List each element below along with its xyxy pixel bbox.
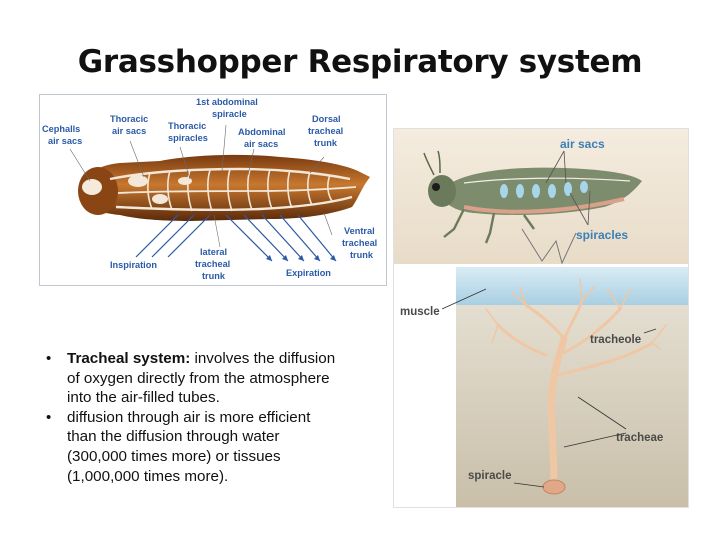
- label-cephalls-air-sacs-2: air sacs: [48, 136, 82, 146]
- zoom-funnel: [521, 228, 577, 265]
- ventral-tracheal-trunk: [115, 195, 353, 212]
- label-muscle: muscle: [400, 306, 440, 318]
- label-ventral-tracheal-trunk-3: trunk: [350, 250, 374, 260]
- label-leaders: [69, 124, 333, 248]
- abdominal-air-sacs: [128, 175, 192, 204]
- bullet-text-line: (1,000,000 times more).: [67, 467, 229, 485]
- bullet-item-diffusion: diffusion through air is more efficient …: [46, 408, 376, 486]
- dorsal-tracheal-trunk: [109, 167, 351, 181]
- label-thoracic-spiracles-2: spiracles: [168, 133, 208, 143]
- bullet-bold-term: Tracheal system:: [67, 350, 191, 367]
- label-cephalls-air-sacs-1: Cephalls: [42, 124, 80, 134]
- label-inspiration: Inspiration: [110, 260, 157, 270]
- label-lateral-tracheal-trunk-1: lateral: [200, 247, 227, 257]
- label-dorsal-tracheal-trunk-2: tracheal: [308, 126, 343, 136]
- bullet-text-line: than the diffusion through water: [67, 428, 280, 446]
- label-abdominal-air-sacs-2: air sacs: [244, 139, 278, 149]
- bullet-text-line: of oxygen directly from the atmosphere: [67, 369, 330, 387]
- expiration-arrows: [225, 214, 337, 262]
- insect-legs: [443, 208, 535, 244]
- label-thoracic-air-sacs-1: Thoracic: [110, 114, 148, 124]
- label-ventral-tracheal-trunk-1: Ventral: [344, 226, 375, 236]
- trachea-branches: [496, 299, 654, 377]
- bullet-text-line: involves the diffusion: [190, 350, 336, 367]
- label-thoracic-spiracles-1: Thoracic: [168, 121, 206, 131]
- spiracle-opening: [542, 479, 566, 495]
- label-dorsal-tracheal-trunk-3: trunk: [314, 138, 338, 148]
- grasshopper-tracheal-diagram: Cephalls air sacs Thoracic air sacs Thor…: [39, 94, 387, 286]
- label-spiracle: spiracle: [468, 470, 511, 482]
- insect-antenna-2: [437, 150, 441, 174]
- bullet-text-line: into the air-filled tubes.: [67, 389, 220, 407]
- top-label-leaders: [545, 150, 591, 226]
- slide-title: Grasshopper Respiratory system: [77, 44, 643, 80]
- label-tracheole: tracheole: [590, 334, 641, 346]
- label-ventral-tracheal-trunk-2: tracheal: [342, 238, 377, 248]
- lower-label-leaders: [441, 288, 657, 488]
- bullet-text-line: (300,000 times more) or tissues: [67, 447, 281, 465]
- insect-head: [428, 175, 456, 207]
- trachea-muscle-diagram: air sacs spiracles muscle tracheole: [393, 128, 689, 508]
- muscle-layer: [456, 267, 688, 305]
- cephalic-air-sac: [82, 179, 102, 195]
- label-spiracles: spiracles: [576, 228, 628, 242]
- label-tracheae: tracheae: [616, 432, 663, 444]
- expiration-arrowheads: [266, 255, 336, 261]
- label-abdominal-air-sacs-1: Abdominal: [238, 127, 285, 137]
- label-lateral-tracheal-trunk-3: trunk: [202, 271, 226, 281]
- bullet-list: Tracheal system: involves the diffusion …: [46, 349, 376, 486]
- label-air-sacs: air sacs: [560, 137, 605, 151]
- insect-air-sacs: [500, 181, 588, 198]
- insect-eye: [432, 183, 440, 191]
- label-expiration: Expiration: [286, 268, 331, 278]
- insect-tracheae: [463, 177, 631, 184]
- label-1st-abdominal-spiracle-2: spiracle: [212, 109, 247, 119]
- bullet-item-tracheal-system: Tracheal system: involves the diffusion …: [46, 349, 376, 408]
- insect-antenna: [423, 152, 435, 176]
- label-1st-abdominal-spiracle-1: 1st abdominal: [196, 97, 258, 107]
- tracheoles: [485, 278, 667, 350]
- label-thoracic-air-sacs-2: air sacs: [112, 126, 146, 136]
- bullet-text-line: diffusion through air is more efficient: [67, 408, 311, 426]
- insect-belly: [463, 197, 625, 214]
- label-dorsal-tracheal-trunk-1: Dorsal: [312, 114, 341, 124]
- tracheal-connectives: [147, 168, 333, 212]
- label-lateral-tracheal-trunk-2: tracheal: [195, 259, 230, 269]
- inspiration-arrows: [135, 214, 211, 258]
- grasshopper-body-shape: [80, 154, 370, 221]
